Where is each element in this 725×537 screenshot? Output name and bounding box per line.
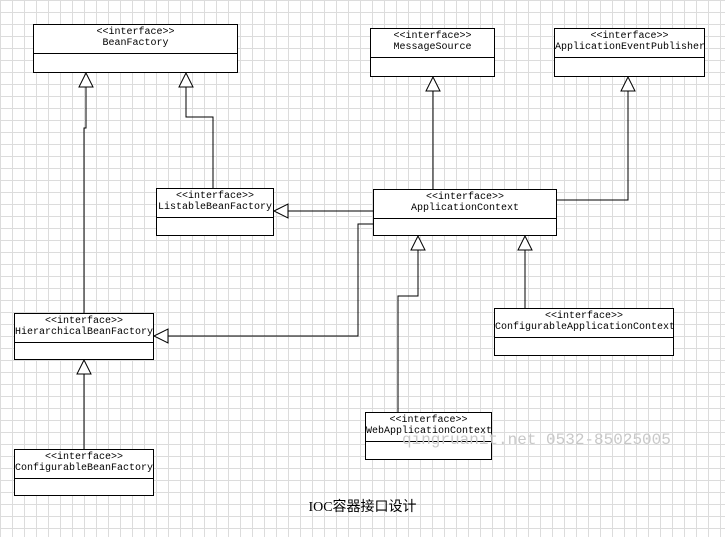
arrowhead-to-appcontext-from-configurable: [517, 234, 533, 251]
stereotype-label: <<interface>>: [44, 452, 123, 463]
configurable-application-context-box: <<interface>> ConfigurableApplicationCon…: [494, 308, 676, 356]
arrowhead-to-beanfactory-left: [78, 71, 94, 88]
arrowhead-to-beanfactory-right: [178, 71, 194, 88]
application-event-publisher-box: <<interface>> ApplicationEventPublisher: [554, 28, 705, 77]
interface-name: ApplicationContext: [410, 203, 520, 214]
bean-factory-box: <<interface>> BeanFactory: [33, 24, 238, 73]
stereotype-label: <<interface>>: [175, 191, 254, 202]
interface-name: ApplicationEventPublisher: [555, 42, 706, 53]
webappcontext-to-appcontext-line: [397, 250, 419, 412]
arrowhead-to-listable: [272, 203, 289, 219]
stereotype-label: <<interface>>: [96, 27, 175, 38]
arrowhead-to-appcontext-from-web: [410, 234, 426, 251]
message-source-box: <<interface>> MessageSource: [370, 28, 495, 77]
arrowhead-to-hierarchical-from-configurable: [76, 358, 92, 375]
interface-name: HierarchicalBeanFactory: [15, 327, 154, 338]
application-context-box: <<interface>> ApplicationContext: [373, 189, 557, 236]
interface-name: WebApplicationContext: [366, 426, 493, 437]
appcontext-to-eventpublisher-line: [557, 91, 629, 201]
stereotype-label: <<interface>>: [590, 31, 669, 42]
configurable-bean-factory-box: <<interface>> ConfigurableBeanFactory: [14, 449, 154, 496]
interface-name: ConfigurableBeanFactory: [15, 463, 154, 474]
listable-to-beanfactory-line: [185, 87, 214, 188]
arrowhead-to-hierarchical-from-appcontext: [152, 328, 169, 344]
interface-name: BeanFactory: [102, 38, 169, 49]
interface-name: ListableBeanFactory: [157, 202, 273, 213]
stereotype-label: <<interface>>: [389, 415, 468, 426]
diagram-caption: IOC容器接口设计: [308, 500, 417, 515]
appcontext-to-hierarchical-line: [168, 223, 373, 337]
stereotype-label: <<interface>>: [44, 316, 123, 327]
arrowhead-to-messagesource: [425, 75, 441, 92]
arrowhead-to-eventpublisher: [620, 75, 636, 92]
watermark-text: qingruanit.net 0532-85025005: [402, 431, 671, 449]
interface-name: ConfigurableApplicationContext: [495, 322, 676, 333]
stereotype-label: <<interface>>: [544, 311, 623, 322]
stereotype-label: <<interface>>: [425, 192, 504, 203]
interface-name: MessageSource: [393, 42, 472, 53]
hierarchical-bean-factory-box: <<interface>> HierarchicalBeanFactory: [14, 313, 154, 360]
web-application-context-box: <<interface>> WebApplicationContext: [365, 412, 492, 460]
hierarchical-to-beanfactory-line: [83, 87, 87, 313]
listable-bean-factory-box: <<interface>> ListableBeanFactory: [156, 188, 274, 236]
stereotype-label: <<interface>>: [393, 31, 472, 42]
